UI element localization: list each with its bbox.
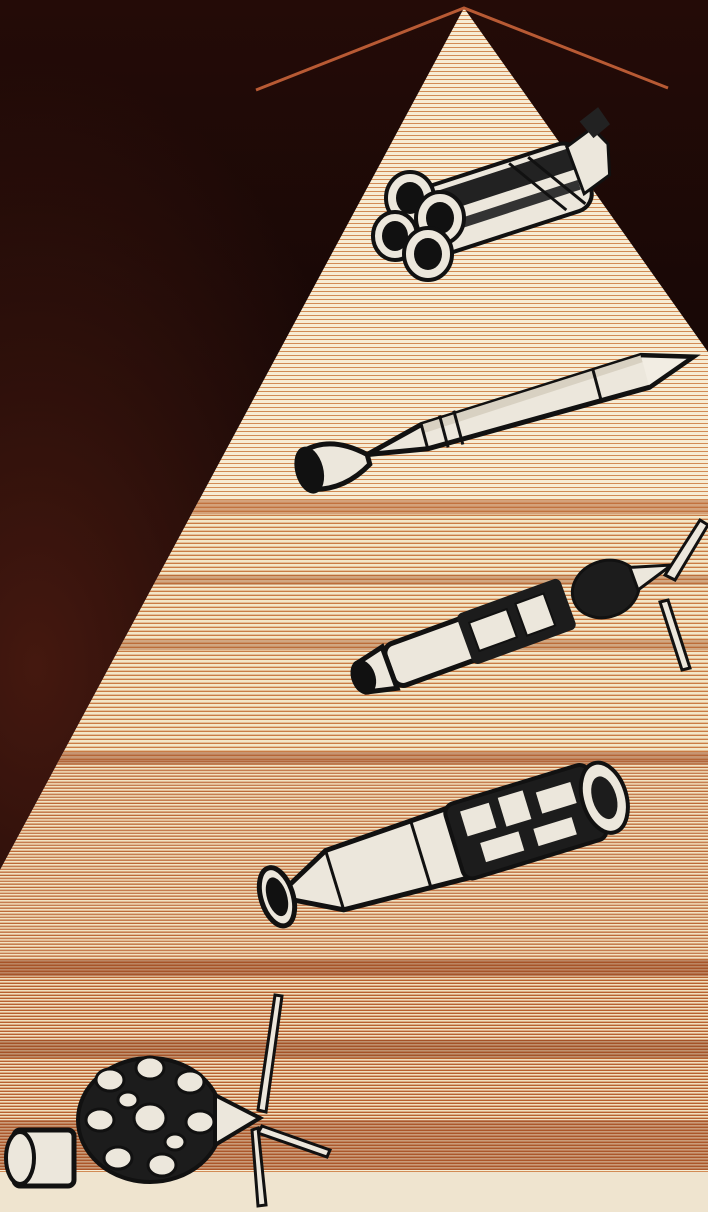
engine-evolution-illustration	[0, 0, 708, 1212]
illustration-canvas	[0, 0, 708, 1212]
